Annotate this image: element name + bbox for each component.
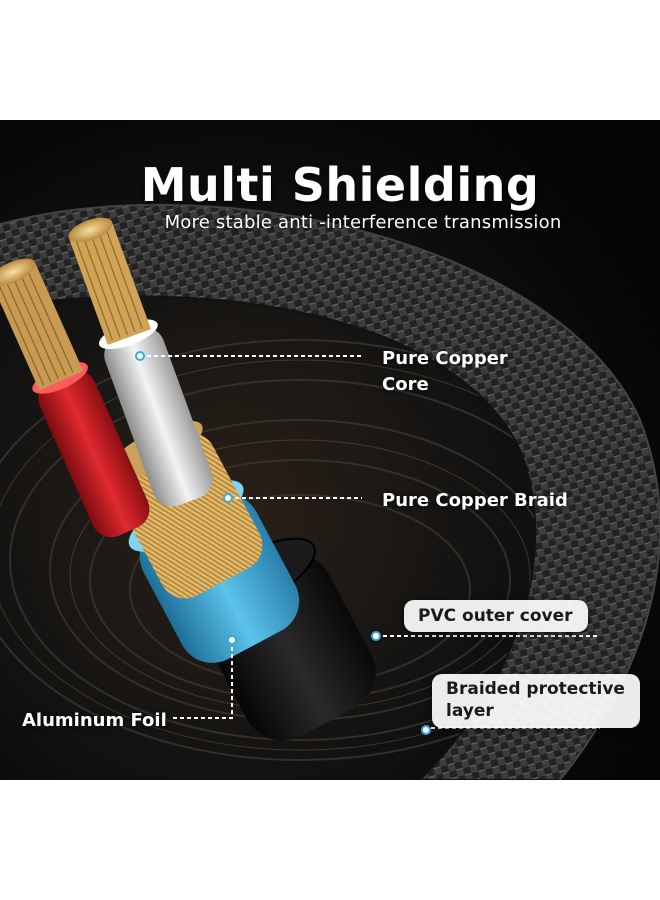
label-core-line2: Core <box>382 374 429 395</box>
core-marker-dot <box>135 351 145 361</box>
label-braided-line2: layer <box>446 701 494 721</box>
label-braided-line1: Braided protective <box>446 679 625 699</box>
label-core-line1: Pure Copper <box>382 348 508 369</box>
foil-marker-dot <box>227 635 237 645</box>
product-image: Multi Shielding More stable anti -interf… <box>0 120 660 780</box>
subheadline: More stable anti -interference transmiss… <box>164 212 562 233</box>
label-pvc-outer-cover: PVC outer cover <box>404 600 588 632</box>
braid-marker-dot <box>223 493 233 503</box>
label-braided-protective-layer: Braided protective layer <box>432 674 640 728</box>
cable-illustration <box>0 120 660 780</box>
label-aluminum-foil: Aluminum Foil <box>22 710 167 731</box>
headline: Multi Shielding <box>140 158 540 212</box>
braided-marker-dot <box>421 725 431 735</box>
foil-leader-line <box>172 640 233 719</box>
label-pure-copper-braid: Pure Copper Braid <box>382 490 568 511</box>
pvc-marker-dot <box>371 631 381 641</box>
label-pure-copper-core: Pure Copper Core <box>382 346 532 398</box>
